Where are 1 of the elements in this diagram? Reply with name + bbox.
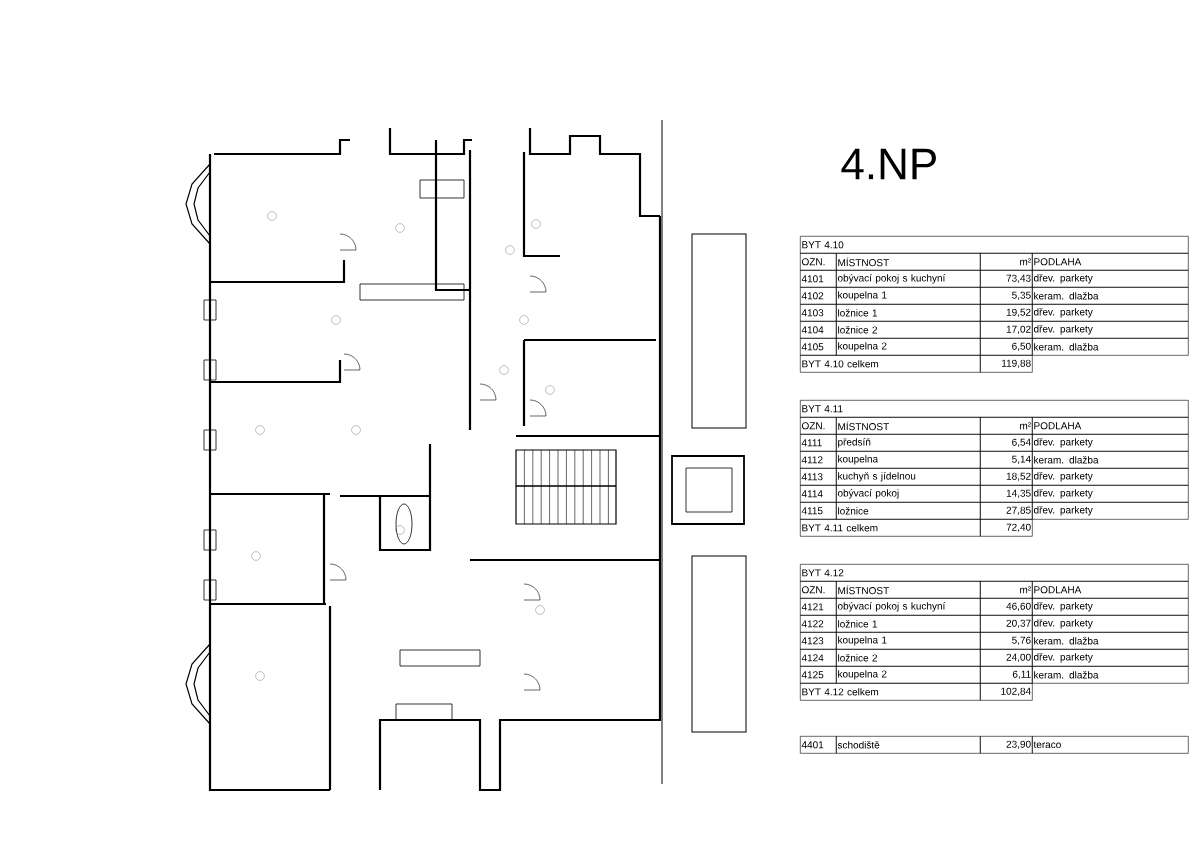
floor-heading: 4.NP [841, 148, 936, 180]
